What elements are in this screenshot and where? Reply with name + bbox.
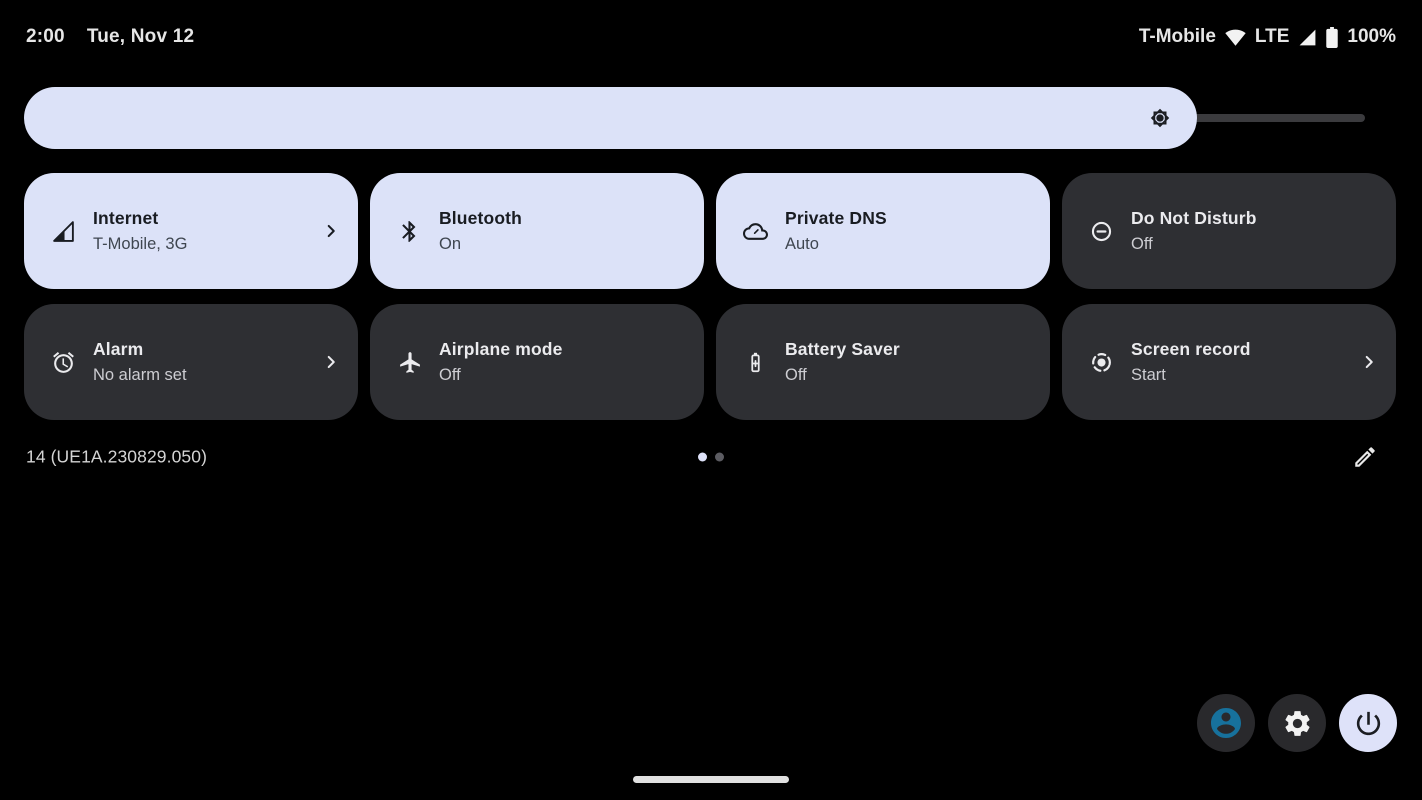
tile-screen-record[interactable]: Screen record Start [1062, 304, 1396, 420]
chevron-right-icon [320, 351, 342, 373]
signal-strength-icon [1298, 28, 1317, 47]
brightness-icon [1147, 105, 1173, 131]
user-switcher-button[interactable] [1197, 694, 1255, 752]
chevron-right-icon [320, 220, 342, 242]
brightness-slider[interactable] [24, 87, 1365, 149]
power-icon [1353, 708, 1384, 739]
tile-title: Screen record [1131, 339, 1251, 360]
brightness-row [24, 87, 1365, 149]
tile-subtitle: Off [785, 365, 807, 384]
clock: 2:00 [26, 26, 65, 47]
tile-title: Private DNS [785, 208, 887, 229]
airplane-icon [396, 349, 422, 375]
tile-text: Internet T-Mobile, 3G [93, 207, 320, 255]
screen-record-icon [1088, 349, 1114, 375]
tile-subtitle: Start [1131, 365, 1166, 384]
brightness-fill [24, 87, 1198, 149]
quick-settings-footer: 14 (UE1A.230829.050) [0, 440, 1422, 474]
account-circle-icon [1208, 705, 1244, 741]
tile-do-not-disturb[interactable]: Do Not Disturb Off [1062, 173, 1396, 289]
tile-battery-saver[interactable]: Battery Saver Off [716, 304, 1050, 420]
tile-text: Screen record Start [1131, 338, 1358, 386]
tile-title: Airplane mode [439, 339, 563, 360]
battery-saver-icon [742, 349, 768, 375]
tile-text: Alarm No alarm set [93, 338, 320, 386]
network-type-label: LTE [1254, 26, 1290, 47]
do-not-disturb-icon [1088, 218, 1114, 244]
status-bar: 2:00 Tue, Nov 12 T-Mobile LTE 100% [0, 0, 1422, 74]
tile-private-dns[interactable]: Private DNS Auto [716, 173, 1050, 289]
tile-text: Battery Saver Off [785, 338, 1034, 386]
tile-airplane-mode[interactable]: Airplane mode Off [370, 304, 704, 420]
tile-subtitle: No alarm set [93, 365, 187, 384]
tile-text: Private DNS Auto [785, 207, 1034, 255]
tile-title: Internet [93, 208, 159, 229]
settings-button[interactable] [1268, 694, 1326, 752]
tile-subtitle: On [439, 234, 462, 253]
bottom-actions [1197, 694, 1397, 752]
page-indicator [698, 452, 724, 462]
page-dot-active [698, 452, 707, 462]
tile-text: Bluetooth On [439, 207, 688, 255]
tile-title: Alarm [93, 339, 144, 360]
power-button[interactable] [1339, 694, 1397, 752]
status-bar-left: 2:00 Tue, Nov 12 [26, 26, 194, 48]
tile-subtitle: Off [1131, 234, 1153, 253]
tile-subtitle: Off [439, 365, 461, 384]
quick-settings-tiles: Internet T-Mobile, 3G Bluetooth On [24, 173, 1396, 420]
tile-internet[interactable]: Internet T-Mobile, 3G [24, 173, 358, 289]
carrier-label: T-Mobile [1138, 26, 1216, 47]
build-number: 14 (UE1A.230829.050) [26, 446, 208, 467]
tile-title: Bluetooth [439, 208, 522, 229]
tile-bluetooth[interactable]: Bluetooth On [370, 173, 704, 289]
tile-text: Do Not Disturb Off [1131, 207, 1380, 255]
bluetooth-icon [396, 218, 422, 244]
home-handle[interactable] [633, 776, 789, 783]
tile-alarm[interactable]: Alarm No alarm set [24, 304, 358, 420]
tile-text: Airplane mode Off [439, 338, 688, 386]
battery-icon [1326, 26, 1339, 48]
chevron-right-icon [1358, 351, 1380, 373]
tile-title: Do Not Disturb [1131, 208, 1257, 229]
wifi-icon [1225, 27, 1246, 48]
battery-percent: 100% [1347, 26, 1396, 47]
signal-cellular-icon [50, 218, 76, 244]
status-bar-right: T-Mobile LTE 100% [1139, 26, 1396, 48]
edit-tiles-button[interactable] [1352, 444, 1378, 470]
tile-subtitle: Auto [785, 234, 819, 253]
date: Tue, Nov 12 [86, 26, 195, 47]
tile-title: Battery Saver [785, 339, 900, 360]
cloud-icon [742, 218, 768, 244]
page-dot-inactive [715, 452, 724, 462]
gear-icon [1282, 708, 1313, 739]
tile-subtitle: T-Mobile, 3G [93, 234, 188, 253]
alarm-icon [50, 349, 76, 375]
